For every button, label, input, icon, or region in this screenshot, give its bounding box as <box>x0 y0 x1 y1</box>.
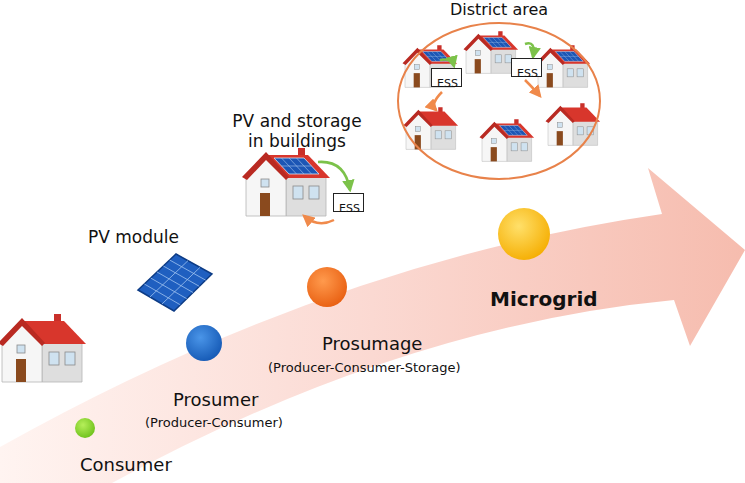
region-heading: District area <box>396 0 602 19</box>
energy-flow-arrow <box>304 216 334 223</box>
district-ellipse: District areaESSESS <box>396 21 602 181</box>
stage-circle <box>75 418 95 438</box>
ess-label: ESS <box>339 203 360 215</box>
ellipse-outline <box>396 21 602 181</box>
energy-flow-arrow <box>525 80 540 96</box>
stage-circle <box>307 267 347 307</box>
pv-module-icon <box>138 254 212 311</box>
stage-caption: PV module <box>88 228 179 248</box>
stage-circle <box>186 325 222 361</box>
stage-name: Consumer <box>80 455 172 476</box>
energy-flow-arrow <box>440 60 454 66</box>
house-icon <box>404 107 459 149</box>
ess-label: ESS <box>517 68 538 80</box>
stage-name: Prosumage <box>322 334 422 355</box>
house-icon <box>0 314 86 382</box>
house-icon <box>480 119 535 161</box>
energy-flow-arrow <box>318 162 350 190</box>
house-icon <box>464 31 519 73</box>
ess-label: ESS <box>437 78 458 90</box>
progress-arrow <box>0 168 745 483</box>
stage-name: Microgrid <box>490 288 598 311</box>
stage-expansion: (Producer-Consumer-Storage) <box>268 361 461 376</box>
stage-expansion: (Producer-Consumer) <box>145 416 283 431</box>
house-icon <box>546 103 601 145</box>
ess-box: ESS <box>431 68 462 87</box>
stage-circle <box>498 208 550 260</box>
house-icon <box>536 45 591 87</box>
stage-name: Prosumer <box>173 390 258 411</box>
house-icon <box>242 148 330 216</box>
stage-caption: PV and storage in buildings <box>222 112 372 151</box>
energy-flow-arrow <box>525 43 534 57</box>
energy-flow-arrow <box>434 92 442 110</box>
ess-box: ESS <box>511 58 542 77</box>
ess-box: ESS <box>333 193 364 212</box>
